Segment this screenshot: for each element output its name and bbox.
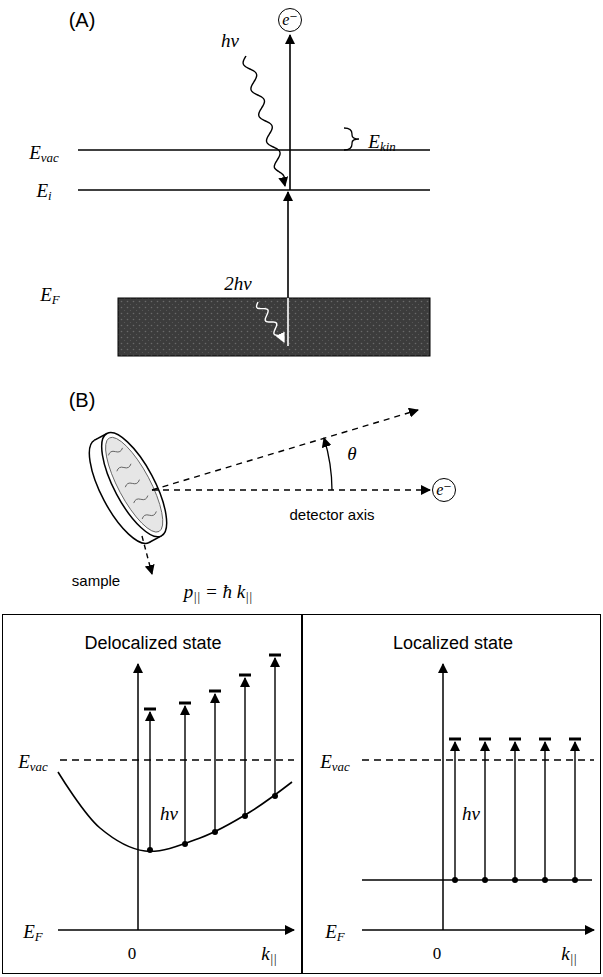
panel-tag: (B) xyxy=(69,390,96,410)
angle-arc xyxy=(324,438,332,490)
electron-label: e⁻ xyxy=(282,12,298,28)
vacuum-level-label: Evac xyxy=(18,752,48,771)
intermediate-level-label: Ei xyxy=(36,181,51,200)
photon-energy-label: hν xyxy=(462,804,480,823)
angle-label: θ xyxy=(347,444,356,463)
photon-wave xyxy=(243,56,285,186)
vacuum-level xyxy=(60,759,294,760)
energy-axis xyxy=(137,664,139,930)
vacuum-level-label: Evac xyxy=(29,143,59,162)
panel-title: Localized state xyxy=(393,634,513,652)
occupied-band xyxy=(118,298,430,356)
flat-arrows xyxy=(449,739,581,883)
momentum-label: p|| = ħ k|| xyxy=(184,582,253,601)
photon-energy-label: 2hν xyxy=(224,274,251,293)
electron-label: e⁻ xyxy=(436,482,452,498)
k-axis xyxy=(362,929,594,931)
panel-title: Delocalized state xyxy=(84,634,221,652)
k-axis xyxy=(58,929,294,931)
state-panel: Localized stateEvac hνEF 0 k|| xyxy=(302,614,601,974)
panel-tag: (A) xyxy=(69,10,96,30)
axis-label: k|| xyxy=(261,944,277,963)
electron-circle: e⁻ xyxy=(432,478,456,502)
axis-label: k|| xyxy=(561,944,577,963)
part-label: sample xyxy=(72,573,120,588)
parallel-momentum-arrow xyxy=(142,536,152,574)
emission-direction xyxy=(152,410,418,490)
sample-disk xyxy=(77,424,179,552)
dispersion-curve xyxy=(58,772,292,851)
axis-label: detector axis xyxy=(289,507,374,522)
state-panel: Delocalized stateEvac hνEF 0 k|| xyxy=(2,614,302,974)
axis-origin: 0 xyxy=(128,945,137,962)
flat-band xyxy=(362,879,592,881)
vacuum-level-label: Evac xyxy=(320,752,350,771)
excitation-arrow xyxy=(287,192,289,298)
axis-origin: 0 xyxy=(433,945,442,962)
fermi-level-label: EF xyxy=(40,285,60,304)
energy-brace xyxy=(344,128,359,150)
vacuum-level xyxy=(362,759,594,760)
dispersion-arrows xyxy=(144,655,281,853)
electron-circle: e⁻ xyxy=(278,8,302,32)
excitation-arrow xyxy=(287,192,289,346)
fermi-level-label: EF xyxy=(23,922,43,941)
photon-energy-label: hν xyxy=(221,31,239,50)
detector-axis xyxy=(152,489,430,490)
energy-axis xyxy=(442,664,444,930)
emission-arrow xyxy=(289,35,291,190)
fermi-level-label: EF xyxy=(325,922,345,941)
photon-wave xyxy=(257,302,284,342)
kinetic-energy-label: Ekin xyxy=(368,132,395,151)
intermediate-level xyxy=(78,189,430,191)
photon-energy-label: hν xyxy=(160,804,178,823)
